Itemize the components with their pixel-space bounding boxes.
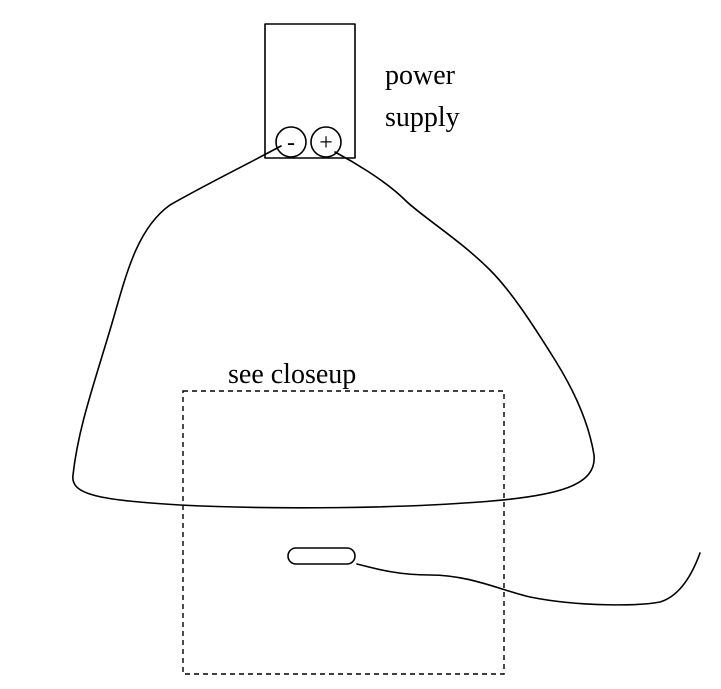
wire-loop [72,145,595,509]
negative-terminal-label: - [287,130,295,156]
component-capsule [287,547,356,565]
power-supply-label-line1: power [385,60,456,91]
positive-terminal-label: + [319,130,333,156]
negative-terminal [275,126,307,158]
power-supply-box [264,23,356,159]
lead-wire [356,552,701,606]
closeup-region-box [182,390,505,675]
closeup-label: see closeup [228,359,356,390]
power-supply-label-line2: supply [385,102,460,133]
positive-terminal [310,126,342,158]
